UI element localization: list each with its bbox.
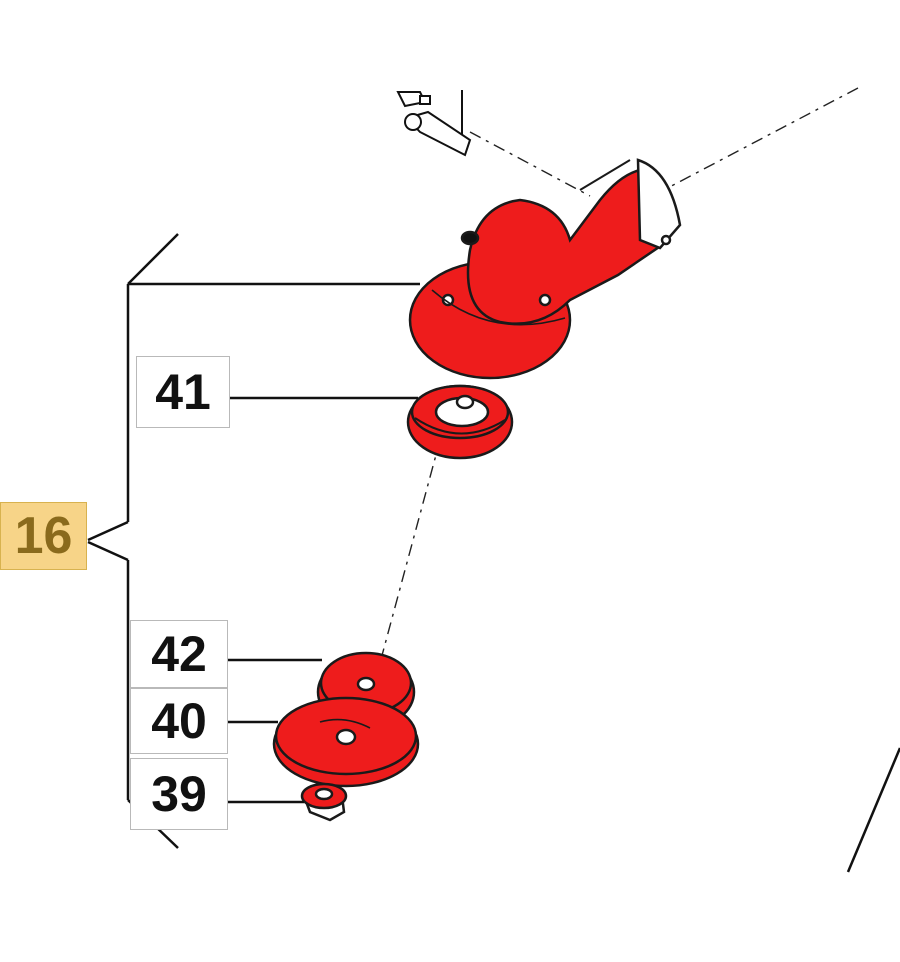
part-41-spacer xyxy=(406,384,514,460)
part-40-blade-cup xyxy=(272,696,420,788)
part-39-nut xyxy=(300,782,348,822)
screw-parts xyxy=(396,91,472,157)
leader-lines xyxy=(228,396,418,804)
gear-head-housing xyxy=(408,158,682,380)
callout-42[interactable]: 42 xyxy=(130,620,228,688)
callout-40[interactable]: 40 xyxy=(130,688,228,754)
callout-39[interactable]: 39 xyxy=(130,758,228,830)
callout-41[interactable]: 41 xyxy=(136,356,230,428)
background-outline xyxy=(461,90,900,873)
group-label-16: 16 xyxy=(0,502,87,570)
